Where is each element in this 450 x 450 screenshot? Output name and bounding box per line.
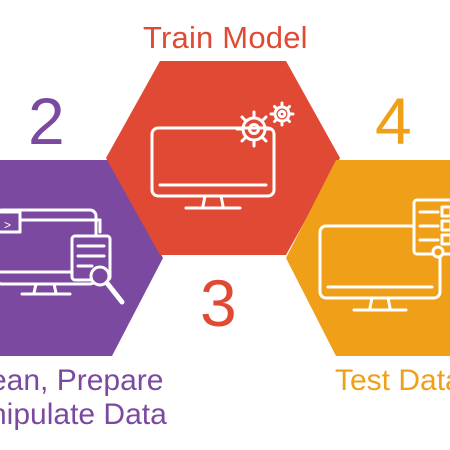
terminal-prompt: > [4, 218, 11, 232]
hexagon-red [106, 61, 340, 255]
step-2-caption-line-1: ean, Prepare [0, 364, 164, 397]
step-3-caption: Train Model [143, 20, 308, 55]
step-4-number: 4 [375, 84, 412, 158]
monitor-checklist-icon [318, 198, 450, 312]
step-4-caption: Test Data [335, 364, 450, 397]
monitor-gears-icon [150, 101, 295, 210]
monitor-terminal-magnifier-icon [0, 208, 125, 305]
step-2-number: 2 [28, 84, 65, 158]
hexagon-orange [286, 160, 450, 356]
step-3-number: 3 [200, 266, 237, 340]
step-2-caption-line-2: nipulate Data [0, 398, 167, 431]
